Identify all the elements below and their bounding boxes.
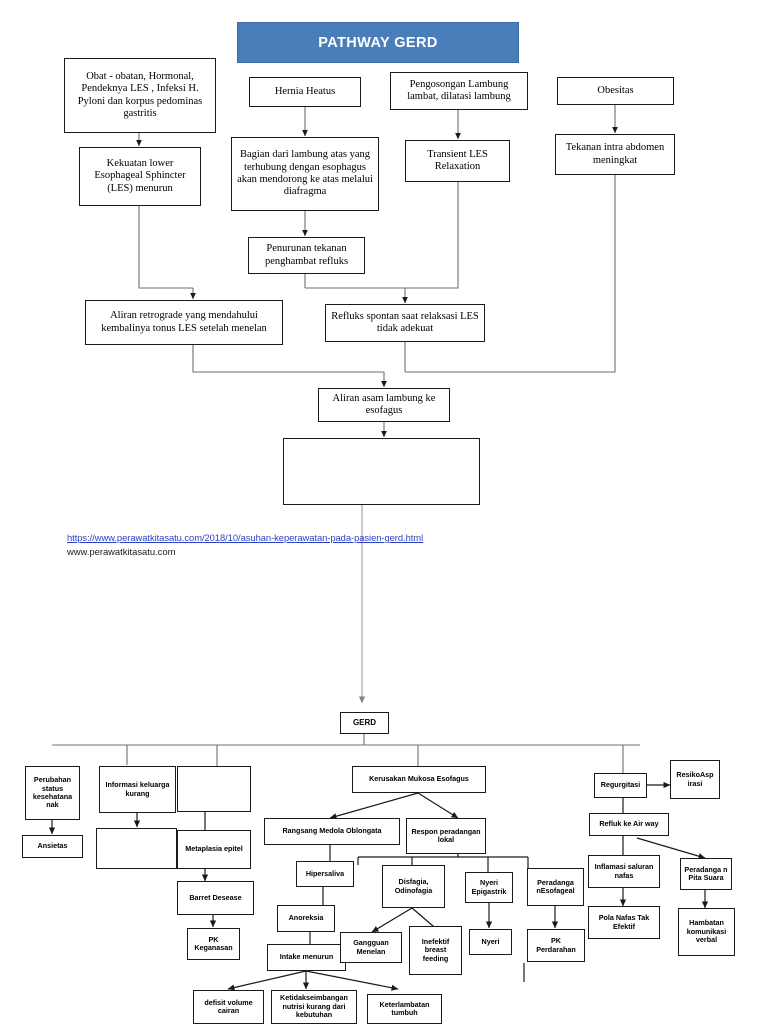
node-pk-perdarahan: PK Perdarahan [527, 929, 585, 962]
node-peradangan-esofageal: Peradanga nEsofageal [527, 868, 584, 906]
node-refluks-spontan: Refluks spontan saat relaksasi LES tidak… [325, 304, 485, 342]
node-anoreksia: Anoreksia [277, 905, 335, 932]
node-aliran-retrograde: Aliran retrograde yang mendahului kembal… [85, 300, 283, 345]
source-link-block: https://www.perawatkitasatu.com/2018/10/… [67, 532, 423, 557]
node-defisit-volume-cairan: defisit volume cairan [193, 990, 264, 1024]
node-ketidakseimbangan-nutrisi: Ketidakseimbangan nutrisi kurang dari ke… [271, 990, 357, 1024]
source-url-link[interactable]: https://www.perawatkitasatu.com/2018/10/… [67, 532, 424, 543]
node-hipersaliva: Hipersaliva [296, 861, 354, 887]
node-blank-main [283, 438, 480, 505]
node-respon-peradangan-lokal: Respon peradangan lokal [406, 818, 486, 854]
node-hambatan-komunikasi-verbal: Hambatan komunikasi verbal [678, 908, 735, 956]
node-bagian-lambung-atas: Bagian dari lambung atas yang terhubung … [231, 137, 379, 211]
node-refluk-ke-airway: Refluk ke Air way [589, 813, 669, 836]
node-tekanan-intra-abdomen: Tekanan intra abdomen meningkat [555, 134, 675, 175]
node-nyeri-epigastrik: Nyeri Epigastrik [465, 872, 513, 903]
node-kerusakan-mukosa-esofagus: Kerusakan Mukosa Esofagus [352, 766, 486, 793]
node-pk-keganasan: PK Keganasan [187, 928, 240, 960]
node-gerd: GERD [340, 712, 389, 734]
node-keterlambatan-tumbuh: Keterlambatan tumbuh [367, 994, 442, 1024]
source-site-text: www.perawatkitasatu.com [67, 546, 176, 557]
node-obesitas: Obesitas [557, 77, 674, 105]
node-penyebab-obat: Obat - obatan, Hormonal, Pendeknya LES ,… [64, 58, 216, 133]
node-resiko-aspirasi: ResikoAsp irasi [670, 760, 720, 799]
node-metaplasia-epitel: Metaplasia epitel [177, 830, 251, 869]
node-barret-desease: Barret Desease [177, 881, 254, 915]
node-peradangan-pita-suara: Peradanga n Pita Suara [680, 858, 732, 890]
node-ansietas: Ansietas [22, 835, 83, 858]
node-blank-under-informasi [96, 828, 177, 869]
page-title: PATHWAY GERD [237, 22, 519, 63]
node-penurunan-tekanan-penghambat: Penurunan tekanan penghambat refluks [248, 237, 365, 274]
node-informasi-keluarga-kurang: Informasi keluarga kurang [99, 766, 176, 813]
node-nyeri: Nyeri [469, 929, 512, 955]
node-inefektif-breast-feeding: Inefektif breast feeding [409, 926, 462, 975]
node-pola-nafas-tak-efektif: Pola Nafas Tak Efektif [588, 906, 660, 939]
node-hernia-heatus: Hernia Heatus [249, 77, 361, 107]
node-inflamasi-saluran-nafas: Inflamasi saluran nafas [588, 855, 660, 888]
node-regurgitasi: Regurgitasi [594, 773, 647, 798]
node-transient-les-relaxation: Transient LES Relaxation [405, 140, 510, 182]
node-rangsang-medola-oblongata: Rangsang Medola Oblongata [264, 818, 400, 845]
node-intake-menurun: Intake menurun [267, 944, 346, 971]
node-kekuatan-les-menurun: Kekuatan lower Esophageal Sphincter (LES… [79, 147, 201, 206]
node-gangguan-menelan: Gangguan Menelan [340, 932, 402, 963]
node-pengosongan-lambung: Pengosongan Lambung lambat, dilatasi lam… [390, 72, 528, 110]
node-perubahan-status-kesehatan: Perubahan status kesehatana nak [25, 766, 80, 820]
node-blank-mid-left [177, 766, 251, 812]
node-aliran-asam-lambung: Aliran asam lambung ke esofagus [318, 388, 450, 422]
node-disfagia-odinofagia: Disfagia, Odinofagia [382, 865, 445, 908]
